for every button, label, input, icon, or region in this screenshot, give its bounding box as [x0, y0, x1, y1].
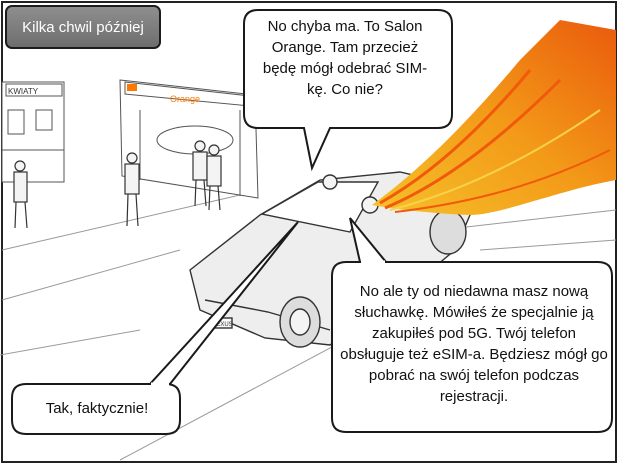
- speech-text-left-label: Tak, faktycznie!: [45, 399, 149, 417]
- caption-box: Kilka chwil później: [5, 5, 161, 49]
- speech-text-left: Tak, faktycznie!: [14, 385, 180, 431]
- flower-shop: [1, 81, 65, 183]
- pedestrians: [13, 140, 222, 229]
- convertible-car: [189, 171, 471, 348]
- flame-trail: [372, 20, 616, 215]
- speech-text-top: No chyba ma. To Salon Orange. Tam przeci…: [262, 18, 428, 98]
- orange-shop-sign: Orange: [170, 94, 200, 104]
- speech-text-right: No ale ty od niedawna masz nową słuchawk…: [340, 283, 608, 405]
- speech-bubble-left: [11, 221, 299, 435]
- orange-shop: [119, 79, 259, 199]
- orange-logo: [127, 84, 137, 91]
- speech-bubble-right: [331, 217, 613, 433]
- license-plate: NEXUS: [212, 322, 233, 328]
- caption-text: Kilka chwil później: [22, 18, 144, 36]
- speech-bubble-top: [243, 9, 453, 172]
- flower-shop-sign: KWIATY: [8, 87, 39, 96]
